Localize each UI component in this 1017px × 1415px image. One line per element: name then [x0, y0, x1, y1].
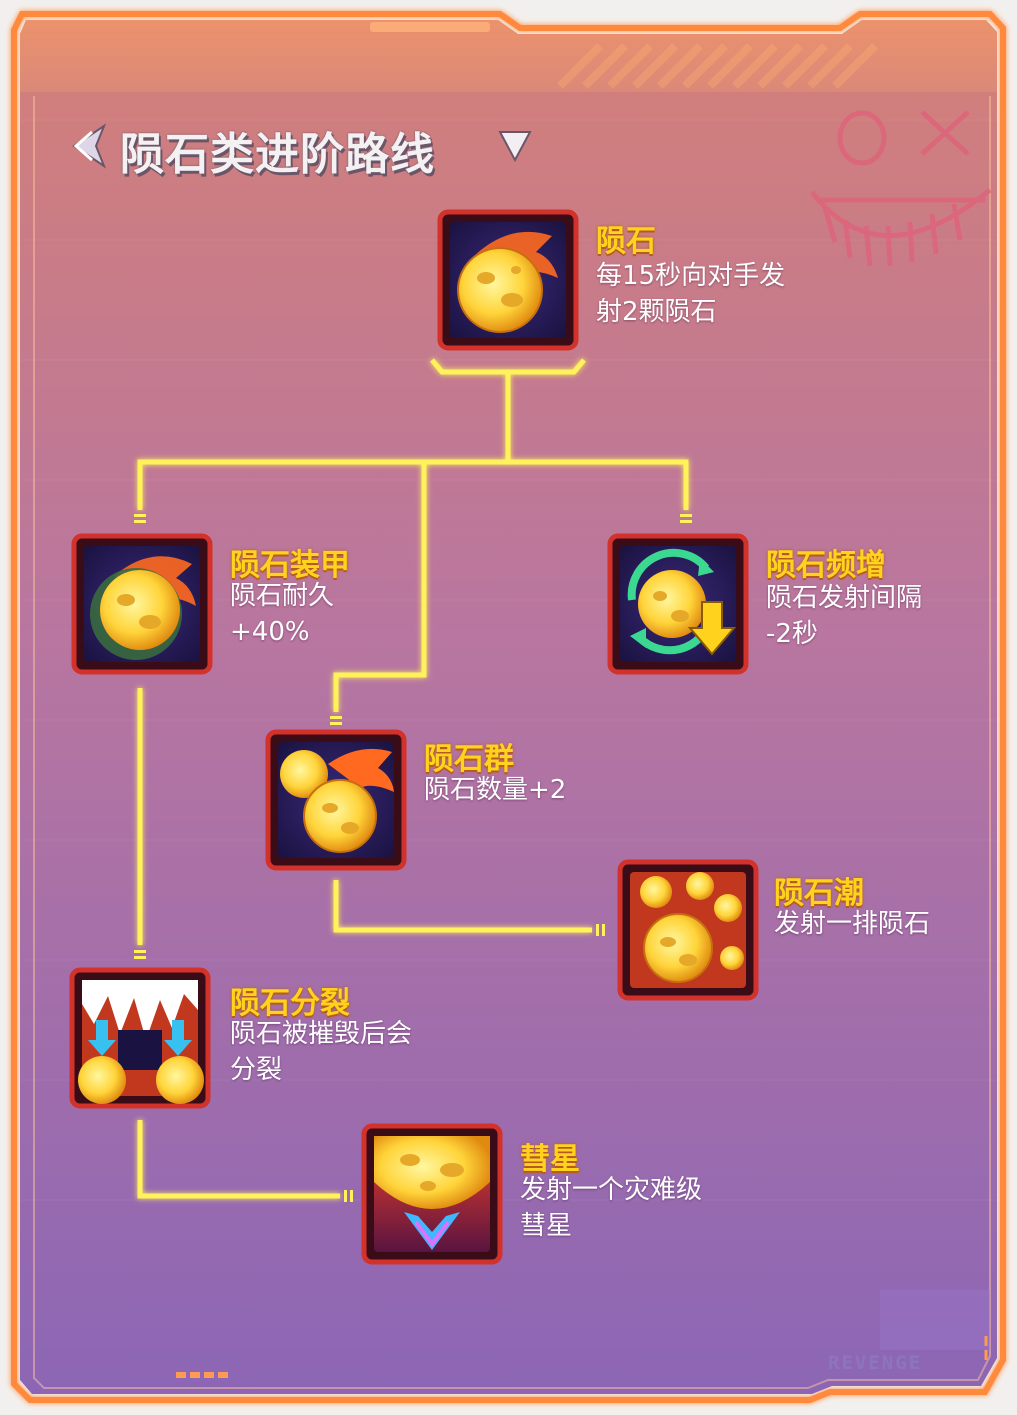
- meteor-armor-icon[interactable]: [71, 533, 213, 675]
- skill-name-meteor: 陨石: [596, 224, 656, 259]
- skill-name-meteor-frequency: 陨石频增: [766, 548, 886, 583]
- meteor-tide-icon[interactable]: [617, 859, 759, 1001]
- skill-name-meteor-split: 陨石分裂: [230, 986, 350, 1021]
- skill-desc-meteor-split: 陨石被摧毁后会分裂: [230, 1019, 413, 1085]
- graffiti-face-decoration: [810, 110, 992, 267]
- skill-name-meteor-armor: 陨石装甲: [230, 548, 350, 583]
- skill-desc-meteor-tide: 发射一排陨石: [774, 909, 931, 939]
- meteor-split-icon[interactable]: [69, 967, 211, 1109]
- page-title: 陨石类进阶路线: [120, 129, 435, 180]
- skill-desc-meteor-armor: 陨石耐久+40%: [230, 581, 335, 647]
- tree-connectors: [137, 358, 689, 1199]
- brand-watermark: REVENGE: [828, 1352, 923, 1374]
- connector-dash-marks: [134, 514, 692, 1202]
- skill-name-meteor-swarm: 陨石群: [424, 742, 514, 777]
- skill-desc-meteor-swarm: 陨石数量+2: [424, 775, 567, 805]
- dropdown-triangle-icon[interactable]: [498, 131, 532, 163]
- title-chevron-icon: [72, 123, 107, 169]
- meteor-cooldown-icon[interactable]: [607, 533, 749, 675]
- skill-name-comet: 彗星: [520, 1142, 580, 1177]
- skill-desc-meteor: 每15秒向对手发射2颗陨石: [596, 261, 786, 327]
- skill-desc-meteor-frequency: 陨石发射间隔-2秒: [766, 583, 923, 649]
- comet-icon[interactable]: [361, 1123, 503, 1265]
- meteor-swarm-icon[interactable]: [265, 729, 407, 871]
- skill-desc-comet: 发射一个灾难级彗星: [520, 1175, 703, 1241]
- skill-name-meteor-tide: 陨石潮: [774, 876, 864, 911]
- meteor-icon[interactable]: [437, 209, 579, 351]
